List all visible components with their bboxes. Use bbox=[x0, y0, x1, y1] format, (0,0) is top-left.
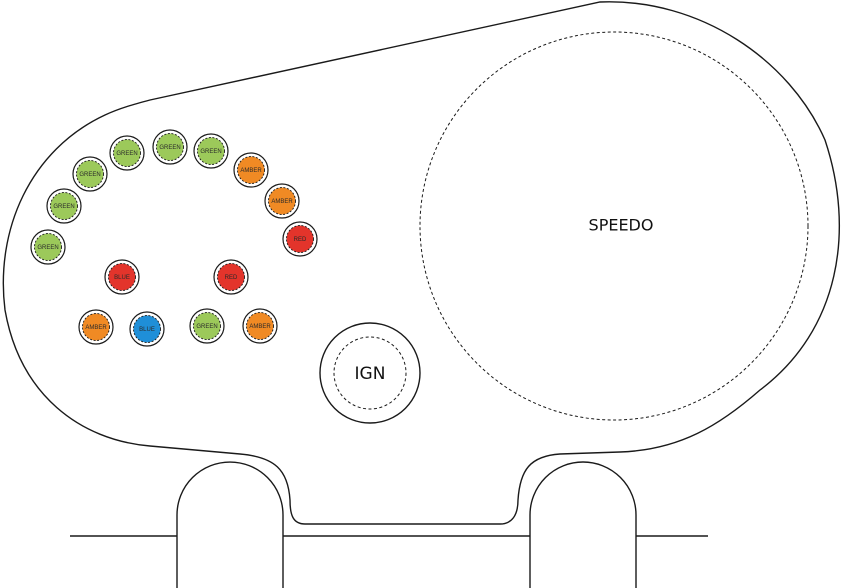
lamp-label: GREEN bbox=[196, 324, 217, 330]
lamp-label: GREEN bbox=[79, 172, 100, 178]
lamp-label: BLUE bbox=[139, 327, 155, 333]
lamp-lens bbox=[113, 139, 141, 167]
ignition-switch[interactable] bbox=[319, 322, 421, 424]
lamp-label: BLUE bbox=[114, 275, 130, 281]
ignition-label: IGN bbox=[355, 364, 386, 384]
warning-lamp-blue: BLUE bbox=[104, 259, 140, 295]
lamp-lens bbox=[156, 133, 184, 161]
warning-lamp-red: RED bbox=[282, 221, 318, 257]
lamp-lens bbox=[193, 312, 221, 340]
lamp-lens bbox=[108, 263, 136, 291]
lamp-label: AMBER bbox=[85, 325, 107, 331]
lamp-lens bbox=[268, 187, 296, 215]
warning-lamp-green: GREEN bbox=[189, 308, 225, 344]
lamp-lens bbox=[237, 156, 265, 184]
mount-post-left bbox=[176, 461, 284, 588]
lamp-label: GREEN bbox=[53, 204, 74, 210]
lamp-lens bbox=[286, 225, 314, 253]
ignition-inner-ring bbox=[333, 336, 407, 410]
lamp-label: GREEN bbox=[116, 151, 137, 157]
warning-lamps: GREEN GREEN GREEN GREEN GREEN GREEN AMBER AMBER… bbox=[30, 129, 318, 347]
lamp-label: GREEN bbox=[37, 245, 58, 251]
warning-lamp-red: RED bbox=[213, 259, 249, 295]
lamp-label: AMBER bbox=[240, 168, 262, 174]
warning-lamp-green: GREEN bbox=[152, 129, 188, 165]
lamp-lens bbox=[50, 192, 78, 220]
lamp-lens bbox=[197, 137, 225, 165]
lamp-label: AMBER bbox=[271, 199, 293, 205]
lamp-lens bbox=[76, 160, 104, 188]
lamp-lens bbox=[246, 312, 274, 340]
warning-lamp-green: GREEN bbox=[109, 135, 145, 171]
dashboard-housing bbox=[2, 1, 840, 525]
lamp-lens bbox=[217, 263, 245, 291]
lamp-label: RED bbox=[294, 237, 307, 243]
speedo-dial bbox=[419, 31, 809, 421]
warning-lamp-amber: AMBER bbox=[78, 309, 114, 345]
lamp-lens bbox=[133, 315, 161, 343]
mount-post-right bbox=[529, 461, 637, 588]
lamp-lens bbox=[34, 233, 62, 261]
warning-lamp-green: GREEN bbox=[193, 133, 229, 169]
lamp-label: GREEN bbox=[200, 149, 221, 155]
warning-lamp-amber: AMBER bbox=[242, 308, 278, 344]
warning-lamp-green: GREEN bbox=[72, 156, 108, 192]
lamp-lens bbox=[82, 313, 110, 341]
warning-lamp-green: GREEN bbox=[46, 188, 82, 224]
lamp-label: AMBER bbox=[249, 324, 271, 330]
speedo-label: SPEEDO bbox=[589, 216, 654, 235]
warning-lamp-amber: AMBER bbox=[264, 183, 300, 219]
lamp-label: RED bbox=[225, 275, 238, 281]
warning-lamp-green: GREEN bbox=[30, 229, 66, 265]
warning-lamp-amber: AMBER bbox=[233, 152, 269, 188]
warning-lamp-blue: BLUE bbox=[129, 311, 165, 347]
lamp-label: GREEN bbox=[159, 145, 180, 151]
